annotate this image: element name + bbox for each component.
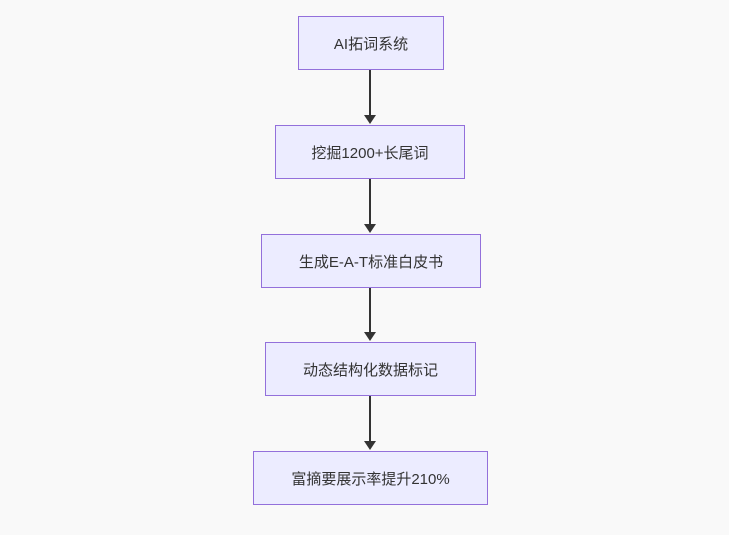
node-label: 动态结构化数据标记 xyxy=(302,361,438,379)
edge-line xyxy=(369,70,371,116)
flowchart-node-eat-whitepaper: 生成E-A-T标准白皮书 xyxy=(261,234,481,288)
edge-line xyxy=(369,396,371,442)
node-label: 生成E-A-T标准白皮书 xyxy=(298,253,444,271)
arrow-down-icon xyxy=(364,332,376,341)
flowchart-node-longtail-mining: 挖掘1200+长尾词 xyxy=(275,125,465,179)
node-label: AI拓词系统 xyxy=(333,35,409,53)
arrow-down-icon xyxy=(364,224,376,233)
edge-line xyxy=(369,288,371,334)
node-label: 富摘要展示率提升210% xyxy=(291,470,450,488)
edge-line xyxy=(369,179,371,225)
flowchart-node-rich-snippet-result: 富摘要展示率提升210% xyxy=(253,451,488,505)
node-label: 挖掘1200+长尾词 xyxy=(311,144,429,162)
flowchart-node-structured-data-markup: 动态结构化数据标记 xyxy=(265,342,476,396)
flowchart-node-ai-keyword-system: AI拓词系统 xyxy=(298,16,444,70)
arrow-down-icon xyxy=(364,441,376,450)
arrow-down-icon xyxy=(364,115,376,124)
